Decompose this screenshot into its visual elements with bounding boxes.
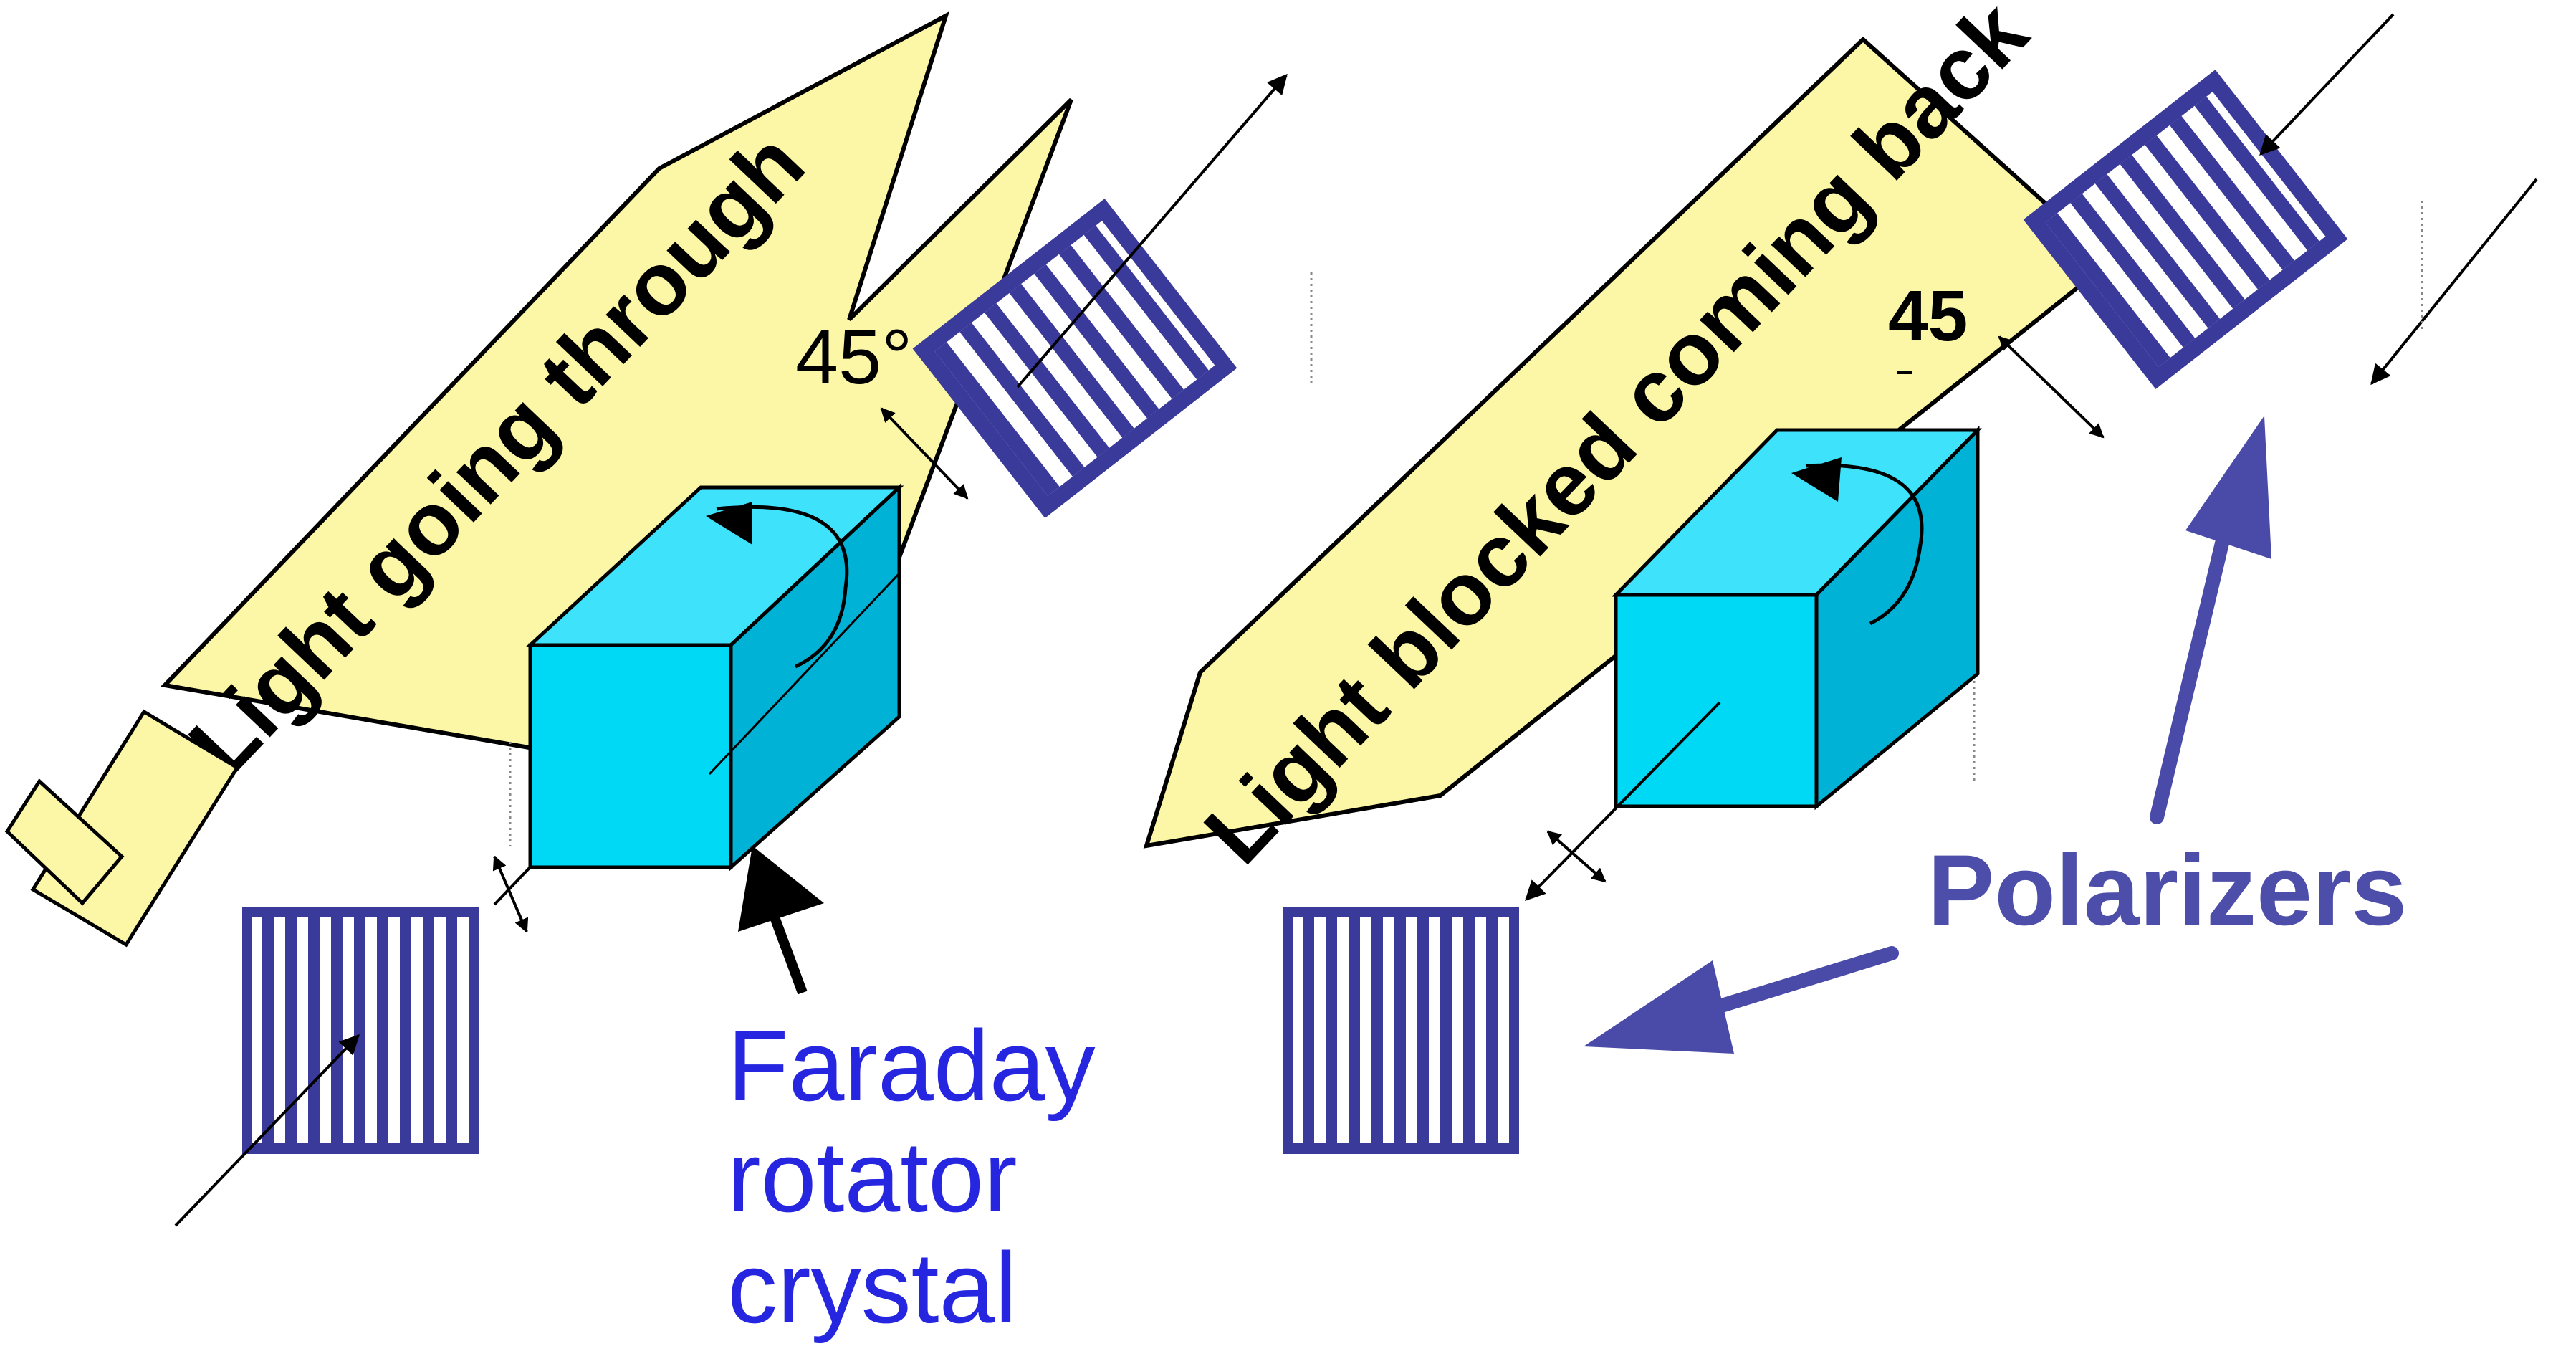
crystal-pointer-head xyxy=(738,846,824,932)
beam-return-in-right xyxy=(2259,13,2395,156)
beam-crystal-to-pol-right xyxy=(1525,701,1721,901)
beam-input-left xyxy=(174,1034,360,1227)
rotation-arrowhead-left xyxy=(706,502,752,545)
rotation-arrowhead-right xyxy=(1791,457,1842,502)
polarizer-top-left xyxy=(912,199,1237,518)
polarizer-bottom-left xyxy=(242,907,479,1154)
rotation-arrow-left-icon xyxy=(716,505,849,669)
angle-indicator-left-2 xyxy=(492,855,529,933)
angle-label-left: 45° xyxy=(795,313,912,400)
angle-indicator-right xyxy=(1998,335,2105,439)
arrow-tail-block-2 xyxy=(4,778,125,906)
polarizer-pointer-up xyxy=(2150,416,2271,824)
beam-return-in-right-2 xyxy=(2370,178,2538,386)
faraday-label-line3: crystal xyxy=(727,1231,1017,1344)
angle-indicator-left xyxy=(880,407,969,500)
polarizer-bottom-right xyxy=(1283,907,1519,1154)
beam-exit-left xyxy=(1016,73,1288,388)
polarizer-top-right xyxy=(2023,70,2348,389)
polarizer-pointer-left xyxy=(1584,946,1899,1054)
faraday-crystal-right xyxy=(1612,425,1982,811)
faraday-label-line2: rotator xyxy=(727,1120,1018,1233)
angle-indicator-right-2 xyxy=(1546,830,1607,883)
polarizers-label: Polarizers xyxy=(1928,834,2407,946)
faraday-label-line1: Faraday xyxy=(727,1009,1096,1122)
angle-label-right: 45 xyxy=(1888,276,1968,356)
rotation-arrow-right-icon xyxy=(1805,463,1924,626)
